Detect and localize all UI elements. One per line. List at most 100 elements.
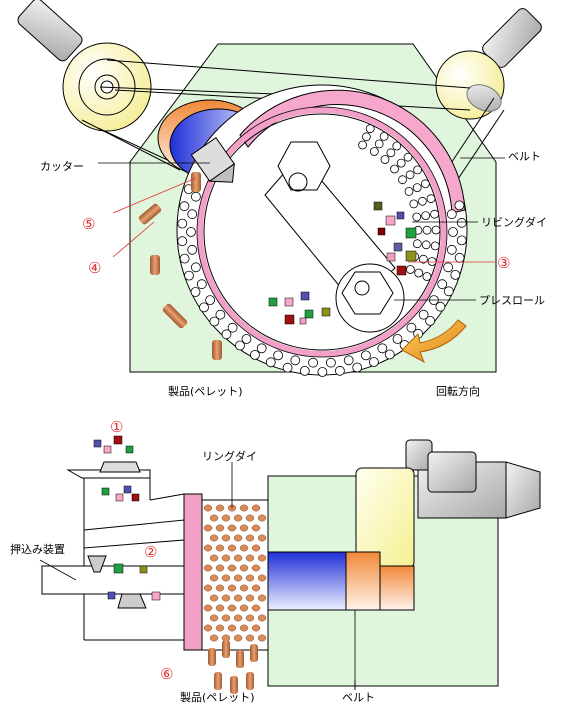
label-ring-die-top: リビングダイ <box>481 215 547 229</box>
die-hole <box>427 257 437 266</box>
motor-left-icon <box>17 0 83 62</box>
die-pellet <box>209 554 219 562</box>
die-pellet <box>221 514 231 522</box>
die-hole <box>454 200 465 211</box>
die-pellet <box>221 594 231 602</box>
die-pellet <box>251 564 261 572</box>
die-pellet <box>203 544 213 552</box>
die-hole <box>241 334 252 344</box>
die-hole <box>435 301 446 312</box>
die-hole <box>369 147 379 156</box>
die-pellet <box>251 624 261 632</box>
feed-particles <box>268 201 417 325</box>
die-hole <box>358 140 368 150</box>
label-cutter: カッター <box>40 160 84 173</box>
die-pellet <box>251 524 261 532</box>
marker-2: ② <box>144 543 157 561</box>
rotation-arrow-icon <box>401 319 467 364</box>
die-pellet <box>203 584 213 592</box>
ring-pink-inner <box>197 107 447 357</box>
die-hole <box>396 158 406 168</box>
die-pellet <box>245 574 255 582</box>
ring-die-pink-band <box>239 89 466 214</box>
die-pellet <box>251 504 261 512</box>
die-hole <box>412 212 422 222</box>
die-pellet <box>203 624 213 632</box>
hopper-top <box>99 461 141 473</box>
die-hole <box>290 355 301 366</box>
die-hole <box>430 241 440 251</box>
die-hole <box>426 194 436 204</box>
bottom-diagram: リングダイ 押込み装置 製品(ペレット) ベルト ① ② ⑥ <box>10 418 541 704</box>
die-hole <box>256 343 267 354</box>
die-pellet <box>209 594 219 602</box>
die-hole <box>454 252 465 263</box>
die-pellet <box>227 624 237 632</box>
die-hole <box>443 286 454 297</box>
die-hole <box>437 279 448 290</box>
die-hole <box>360 350 371 361</box>
die-pellet <box>215 624 225 632</box>
die-pellets <box>203 504 267 642</box>
die-hole <box>308 357 319 368</box>
die-pellet <box>215 524 225 532</box>
die-hole <box>406 322 417 333</box>
die-hole <box>177 236 188 247</box>
die-pellet <box>245 554 255 562</box>
marker-5: ⑤ <box>82 215 95 233</box>
label-press-roll: プレスロール <box>479 294 545 307</box>
die-hole <box>187 244 198 255</box>
die-hole <box>448 227 458 237</box>
die-hole <box>420 179 430 189</box>
die-pellet <box>239 544 249 552</box>
die-hole <box>430 209 440 219</box>
die-pellet <box>251 604 261 612</box>
die-hole <box>409 199 419 209</box>
die-hole <box>249 349 260 360</box>
label-rotation: 回転方向 <box>436 384 480 398</box>
ring-die-plate <box>183 493 203 651</box>
die-hole <box>227 322 238 333</box>
die-pellet <box>227 584 237 592</box>
die-hole <box>282 362 293 373</box>
die-hole <box>334 365 345 376</box>
die-hole <box>418 309 429 320</box>
die-pellet <box>239 524 249 532</box>
label-belt-bottom: ベルト <box>342 691 375 704</box>
hex-top <box>277 141 331 191</box>
die-hole <box>190 262 201 273</box>
die-pellet <box>251 544 261 552</box>
die-pellet <box>209 634 219 642</box>
die-hole <box>209 316 220 327</box>
die-pellet <box>239 504 249 512</box>
die-pellet <box>233 614 243 622</box>
die-pellet <box>233 514 243 522</box>
die-hole <box>325 357 336 368</box>
die-hole <box>265 357 276 368</box>
die-pellet <box>203 604 213 612</box>
die-hole <box>405 265 415 274</box>
die-pellet <box>215 504 225 512</box>
die-hole <box>205 295 216 306</box>
marker-3: ③ <box>497 254 510 272</box>
die-hole <box>187 209 198 220</box>
feeder-hopper <box>66 469 185 641</box>
block-orange-2 <box>379 565 415 611</box>
die-pellet <box>227 524 237 532</box>
label-ring-die-bottom: リングダイ <box>202 449 257 463</box>
die-pellet <box>203 564 213 572</box>
die-hole <box>422 272 432 281</box>
die-hole <box>365 124 375 134</box>
pellets-bottom <box>208 640 258 694</box>
die-hole <box>374 139 384 149</box>
die-hole <box>456 217 467 228</box>
die-hole <box>403 152 413 162</box>
pusher-blade-2 <box>117 593 147 609</box>
die-pellet <box>257 594 267 602</box>
die-pellet <box>233 574 243 582</box>
die-hole <box>417 196 427 206</box>
motor-bottom-icon <box>405 439 541 519</box>
feed-particles-bottom <box>93 435 161 601</box>
die-hole <box>392 334 403 344</box>
